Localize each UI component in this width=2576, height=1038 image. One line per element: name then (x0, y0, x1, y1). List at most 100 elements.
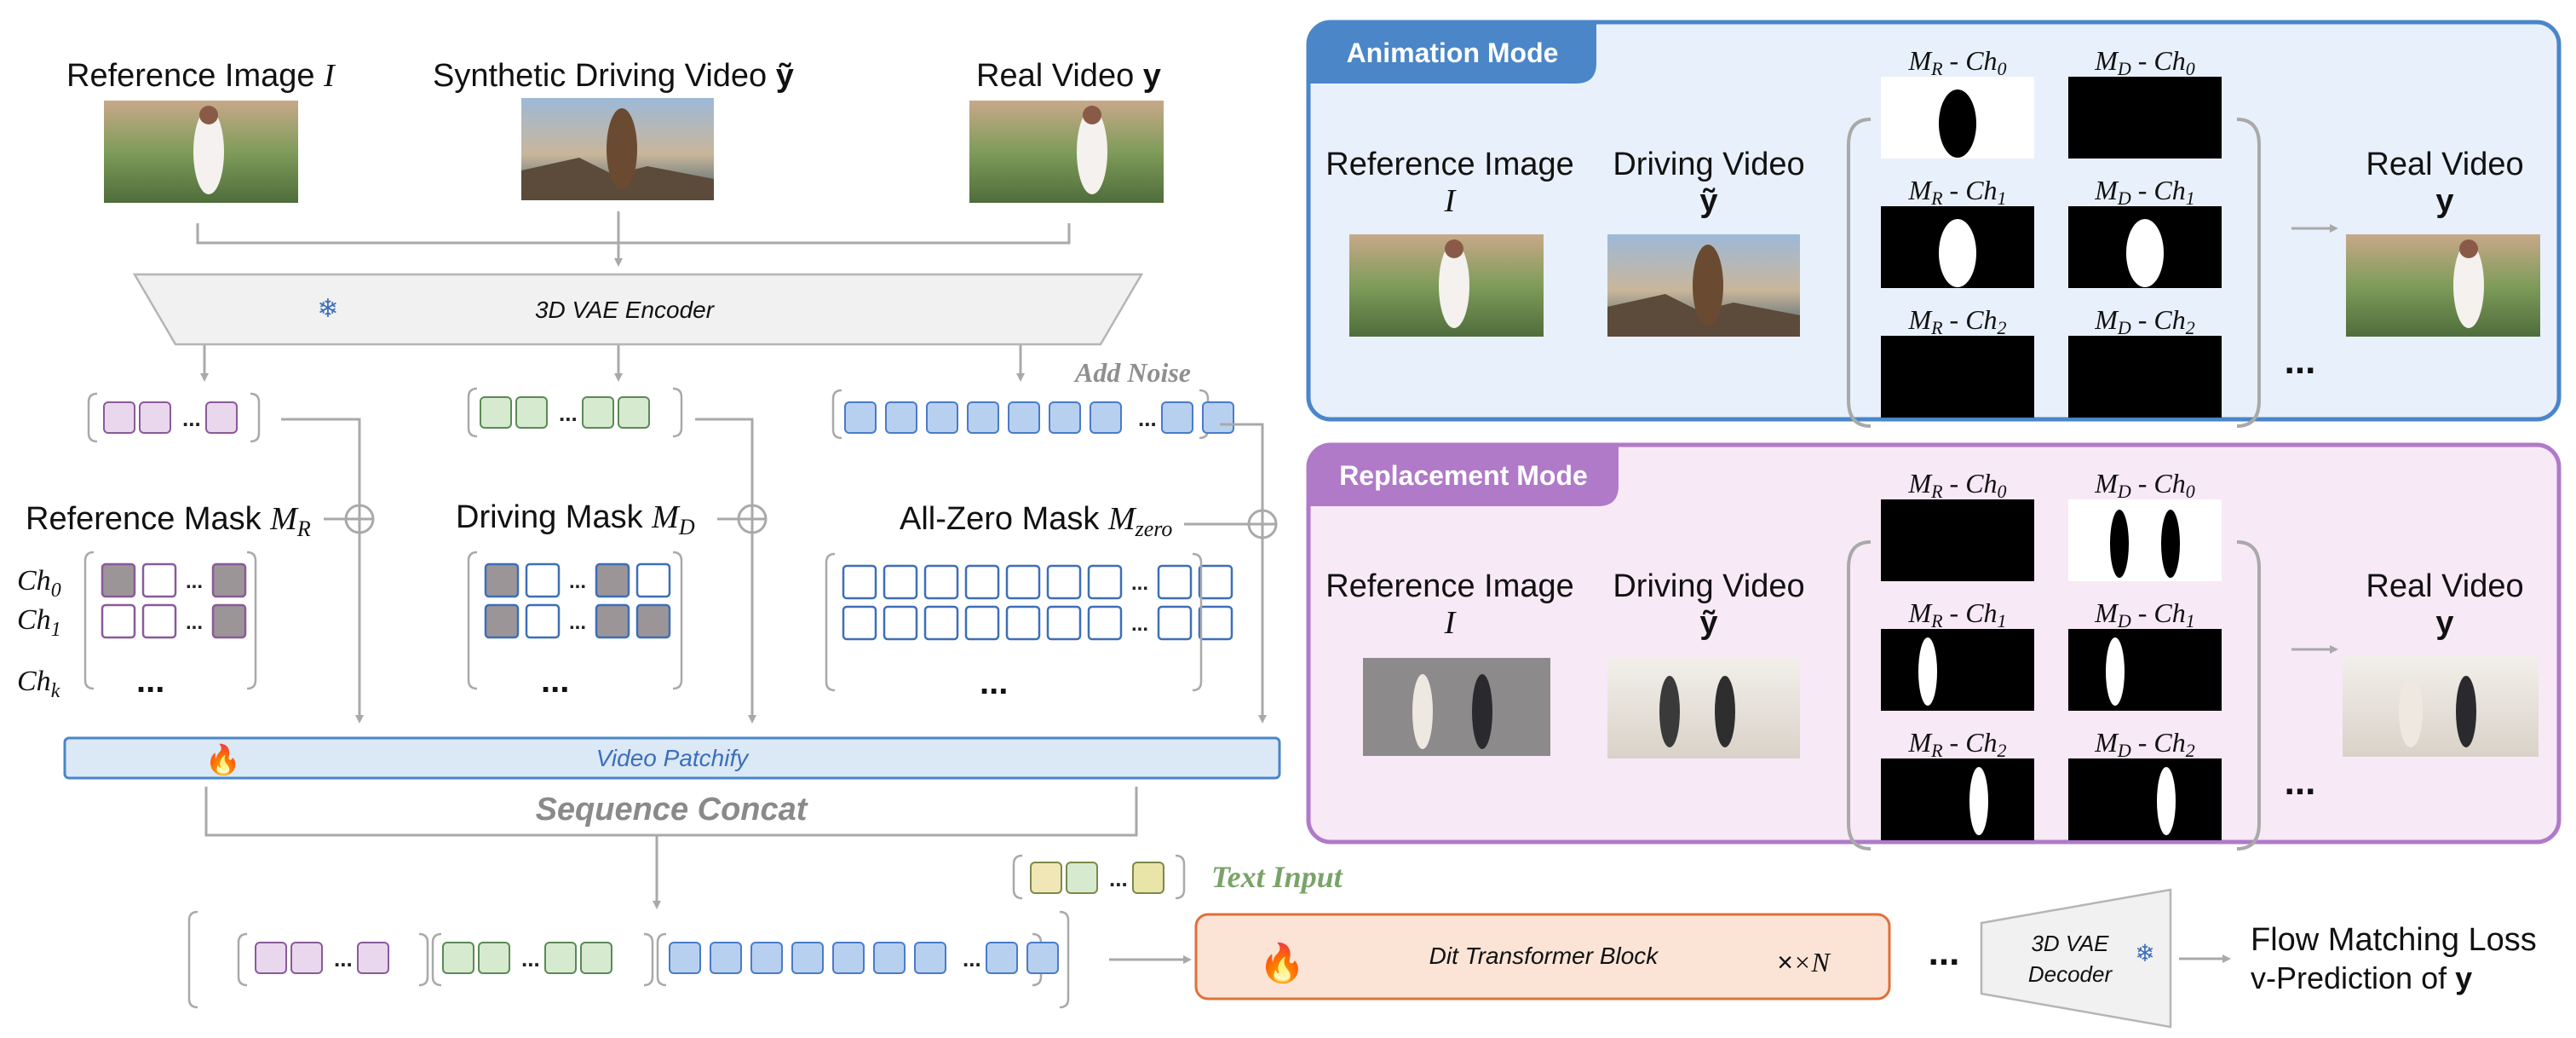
mask-ellipsis: ... (186, 570, 203, 593)
repl-ref-sym: I (1444, 605, 1458, 641)
anim-real-photo (2346, 234, 2540, 337)
reference-image-label: Reference Image I (66, 58, 336, 94)
token (1202, 401, 1234, 434)
token (480, 396, 512, 429)
reference-mask-label: Reference Mask MR (26, 501, 311, 541)
mask-cell (141, 603, 177, 639)
token (844, 401, 877, 434)
token (791, 942, 824, 974)
anim-ellipsis: ... (2285, 340, 2316, 382)
mask-ellipsis: ... (569, 611, 586, 634)
anim-drive-sym: ỹ (1699, 183, 1717, 219)
mask-image (2068, 758, 2222, 840)
reference-mask-grid: ......... (83, 551, 257, 700)
token (1090, 401, 1122, 434)
mask-channel-title: MR - Ch1 (1907, 175, 2006, 209)
plus-circle-icon (1247, 509, 1278, 539)
token (1008, 401, 1040, 434)
anim-ref-label: Reference Image (1325, 147, 1574, 182)
token (832, 942, 865, 974)
token (1132, 862, 1164, 894)
mask-image (1881, 336, 2034, 418)
vae-encoder-label: 3D VAE Encoder (535, 297, 716, 323)
replacement-mode-title: Replacement Mode (1339, 460, 1588, 491)
vae-encoder: ❄ 3D VAE Encoder (132, 273, 1144, 346)
repl-reference-photo (1363, 658, 1550, 756)
sequence-concat-label: Sequence Concat (536, 792, 808, 828)
animation-mode-title: Animation Mode (1347, 37, 1559, 68)
token-ellipsis: ... (963, 946, 981, 972)
token-ellipsis: ... (182, 406, 201, 431)
token (750, 942, 783, 974)
token (515, 396, 548, 429)
mask-cell (1198, 605, 1233, 641)
token (139, 401, 171, 434)
mask-row-ellipsis: ... (136, 662, 164, 700)
loss-label-1: Flow Matching Loss (2251, 922, 2537, 958)
token (967, 401, 999, 434)
mask-row-ellipsis: ... (541, 662, 569, 700)
mask-channel-title: MD - Ch0 (2094, 468, 2195, 502)
mask-cell (883, 605, 918, 641)
mask-cell (1005, 564, 1041, 600)
mask-cell (635, 562, 671, 598)
token (582, 396, 614, 429)
mask-cell (1198, 564, 1233, 600)
mask-channel-title: MD - Ch1 (2094, 175, 2195, 209)
fire-icon: 🔥 (1259, 942, 1306, 984)
mask-cell (923, 564, 959, 600)
mask-ellipsis: ... (1131, 613, 1148, 636)
token (103, 401, 135, 434)
mask-channel-title: MR - Ch0 (1907, 468, 2006, 502)
channel-k-label: Chk (17, 666, 60, 702)
anim-ref-sym: I (1444, 183, 1458, 219)
token (710, 942, 742, 974)
channel-0-label: Ch0 (17, 565, 61, 602)
token-ellipsis: ... (1109, 866, 1128, 891)
anim-driving-photo (1607, 234, 1800, 337)
driving-mask-label: Driving Mask MD (456, 499, 695, 539)
mask-cell (101, 603, 136, 639)
mask-cell (595, 603, 630, 639)
vae-decoder: 3D VAE Decoder ❄ (1980, 888, 2172, 1029)
real-video-group: Real Video y (969, 58, 1164, 203)
noise-latent-tokens: ... (831, 389, 1234, 440)
mask-cell (964, 564, 1000, 600)
loss-label-2: v-Prediction of y (2251, 960, 2472, 995)
token-ellipsis: ... (1138, 406, 1157, 431)
plus-circle-icon (737, 504, 768, 534)
token (205, 401, 238, 434)
mask-cell (484, 603, 520, 639)
anim-reference-photo (1349, 234, 1544, 337)
mask-cell (484, 562, 520, 598)
mask-cell (1046, 564, 1082, 600)
anim-drive-label: Driving Video (1613, 147, 1804, 182)
mask-image (1881, 629, 2034, 711)
synthetic-video-photo (521, 98, 714, 200)
reference-image-group: Reference Image I (66, 58, 336, 203)
mask-ellipsis: ... (1131, 572, 1148, 595)
real-video-label: Real Video y (976, 58, 1161, 94)
snowflake-icon: ❄ (317, 295, 338, 323)
token (442, 942, 474, 974)
mask-channel-title: MR - Ch1 (1907, 597, 2006, 631)
repl-drive-label: Driving Video (1613, 568, 1804, 604)
token (1161, 401, 1193, 434)
token (1066, 862, 1098, 894)
token (914, 942, 946, 974)
vae-decoder-label-1: 3D VAE (2031, 931, 2109, 956)
token (986, 942, 1018, 974)
mask-cell (842, 564, 877, 600)
repl-ellipsis: ... (2285, 761, 2316, 803)
token-ellipsis: ... (334, 946, 353, 972)
mask-cell (211, 562, 247, 598)
mask-cell (101, 562, 136, 598)
token (885, 401, 917, 434)
token-ellipsis: ... (559, 401, 578, 426)
anim-real-sym: y (2435, 183, 2453, 219)
video-patchify: 🔥 Video Patchify (63, 736, 1281, 780)
dit-repeat-label: ××N (1777, 947, 1831, 977)
token-ellipsis: ... (521, 946, 540, 972)
mask-channel-title: MD - Ch2 (2094, 727, 2195, 761)
